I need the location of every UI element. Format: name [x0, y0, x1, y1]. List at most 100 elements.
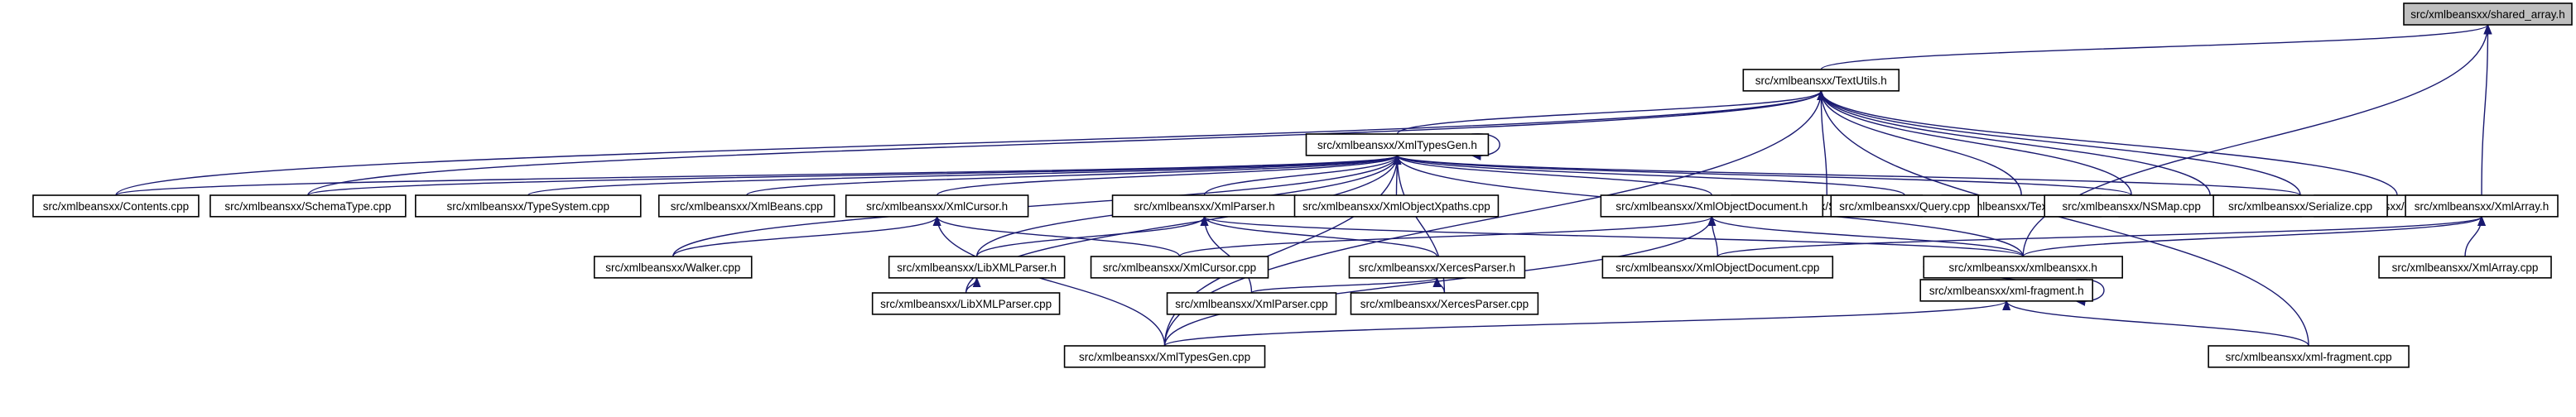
- edge-walker-cpp-to-xmltypesgen-h: [672, 154, 1402, 257]
- node-box: [2405, 194, 2559, 218]
- node-label: src/xmlbeansxx/XmlTypesGen.cpp: [1079, 351, 1250, 363]
- node-box: [1348, 256, 1526, 279]
- graph-node-xmlarray-h[interactable]: src/xmlbeansxx/XmlArray.h: [2405, 194, 2559, 218]
- edge-textutils-cpp-to-textutils-h: [1817, 89, 2022, 196]
- node-label: src/xmlbeansxx/Contents.cpp: [43, 200, 189, 213]
- node-label: src/xmlbeansxx/xml-fragment.cpp: [2226, 351, 2392, 363]
- edge-xml-fragment-cpp-to-textutils-h: [1817, 89, 2309, 347]
- node-label: src/xmlbeansxx/XmlArray.cpp: [2392, 261, 2539, 274]
- edge-serialize-cpp-to-xmltypesgen-h: [1393, 154, 2301, 196]
- edge-typesystem-cpp-to-xmltypesgen-h: [527, 154, 1402, 196]
- edge-contents-cpp-to-xmltypesgen-h: [115, 154, 1401, 196]
- node-label: src/xmlbeansxx/Walker.cpp: [605, 261, 740, 274]
- edge-storestring-cpp-to-textutils-h: [1817, 89, 1827, 196]
- graph-node-xmlobjectdocument-h[interactable]: src/xmlbeansxx/XmlObjectDocument.h: [1600, 194, 1824, 218]
- node-box: [2208, 345, 2410, 368]
- edge-serialize-cpp-to-textutils-h: [1817, 89, 2301, 196]
- node-box: [1166, 292, 1337, 315]
- edge-xmltypesgen-h-to-textutils-h: [1396, 89, 1826, 135]
- node-label: src/xmlbeansxx/XmlParser.cpp: [1175, 298, 1328, 310]
- graph-node-schematype-cpp[interactable]: src/xmlbeansxx/SchemaType.cpp: [209, 194, 407, 218]
- graph-node-nsmap-cpp[interactable]: src/xmlbeansxx/NSMap.cpp: [2044, 194, 2219, 218]
- edge-xmlbeans-cpp-to-xmltypesgen-h: [746, 154, 1402, 196]
- node-label: src/xmlbeansxx/Query.cpp: [1839, 200, 1970, 213]
- edge-xmlbeansxx-h-to-xmlparser-h: [1200, 215, 2024, 257]
- edge-libxmlparser-cpp-to-libxmlparser-h: [965, 276, 981, 294]
- graph-node-xmlparser-h[interactable]: src/xmlbeansxx/XmlParser.h: [1111, 194, 1298, 218]
- graph-node-xmlcursor-h[interactable]: src/xmlbeansxx/XmlCursor.h: [845, 194, 1029, 218]
- node-box: [32, 194, 200, 218]
- graph-node-serialize-cpp[interactable]: src/xmlbeansxx/Serialize.cpp: [2212, 194, 2388, 218]
- node-label: src/xmlbeansxx/xmlbeansxx.h: [1949, 261, 2097, 274]
- node-box: [2378, 256, 2552, 279]
- edges-layer: [115, 23, 2492, 347]
- edge-boostassert-cpp-to-textutils-h: [1817, 89, 2211, 196]
- node-label: src/xmlbeansxx/XercesParser.h: [1359, 261, 1515, 274]
- node-box: [1830, 194, 1980, 218]
- edge-xmlparser-cpp-to-xercesparser-h: [1250, 276, 1442, 294]
- node-label: src/xmlbeansxx/XmlCursor.h: [866, 200, 1008, 213]
- graph-node-shared-array-h[interactable]: src/xmlbeansxx/shared_array.h: [2403, 2, 2573, 26]
- graph-node-xercesparser-cpp[interactable]: src/xmlbeansxx/XercesParser.cpp: [1350, 292, 1539, 315]
- edge-xmlbeansxx-h-to-xmlobjectdocument-h: [1707, 215, 2024, 257]
- graph-node-xmlobjectdocument-cpp[interactable]: src/xmlbeansxx/XmlObjectDocument.cpp: [1601, 256, 1834, 279]
- node-label: src/xmlbeansxx/XmlArray.h: [2415, 200, 2550, 213]
- graph-node-xmlbeansxx-h[interactable]: src/xmlbeansxx/xmlbeansxx.h: [1923, 256, 2123, 279]
- edge-xmlbeansxx-h-to-xmlarray-h: [2022, 215, 2486, 257]
- node-box: [1293, 194, 1500, 218]
- graph-node-xercesparser-h[interactable]: src/xmlbeansxx/XercesParser.h: [1348, 256, 1526, 279]
- graph-node-libxmlparser-h[interactable]: src/xmlbeansxx/LibXMLParser.h: [888, 256, 1066, 279]
- edge-xmlobjectdocument-cpp-to-xmlobjectdocument-h: [1707, 215, 1719, 257]
- edge-xercesparser-h-to-xmlparser-h: [1200, 215, 1438, 257]
- graph-node-xml-fragment-h[interactable]: src/xmlbeansxx/xml-fragment.h: [1919, 279, 2093, 302]
- graph-node-walker-cpp[interactable]: src/xmlbeansxx/Walker.cpp: [593, 256, 753, 279]
- graph-node-xmlarray-cpp[interactable]: src/xmlbeansxx/XmlArray.cpp: [2378, 256, 2552, 279]
- node-box: [1111, 194, 1298, 218]
- node-box: [1919, 279, 2093, 302]
- node-label: src/xmlbeansxx/XmlObjectXpaths.cpp: [1302, 200, 1490, 213]
- graph-node-xmlobjectxpaths-cpp[interactable]: src/xmlbeansxx/XmlObjectXpaths.cpp: [1293, 194, 1500, 218]
- edge-contents-cpp-to-textutils-h: [115, 89, 1825, 196]
- node-box: [1305, 133, 1490, 156]
- node-box: [593, 256, 753, 279]
- node-box: [1742, 69, 1900, 92]
- graph-node-xmlcursor-cpp[interactable]: src/xmlbeansxx/XmlCursor.cpp: [1090, 256, 1269, 279]
- node-label: src/xmlbeansxx/XmlObjectDocument.h: [1615, 200, 1808, 213]
- graph-node-xmlparser-cpp[interactable]: src/xmlbeansxx/XmlParser.cpp: [1166, 292, 1337, 315]
- node-box: [845, 194, 1029, 218]
- node-label: src/xmlbeansxx/NSMap.cpp: [2063, 200, 2201, 213]
- edge-textutils-h-to-shared-array-h: [1820, 23, 2492, 70]
- graph-node-xml-fragment-cpp[interactable]: src/xmlbeansxx/xml-fragment.cpp: [2208, 345, 2410, 368]
- edge-xmlcursor-cpp-to-xmlcursor-h: [932, 215, 1181, 257]
- node-label: src/xmlbeansxx/TypeSystem.cpp: [447, 200, 610, 213]
- edge-xercesparser-cpp-to-xercesparser-h: [1432, 276, 1446, 294]
- graph-node-typesystem-cpp[interactable]: src/xmlbeansxx/TypeSystem.cpp: [415, 194, 642, 218]
- edge-xmlbeansxx-h-to-shared-array-h: [2022, 23, 2492, 257]
- edge-xmlparser-cpp-to-xmlparser-h: [1200, 215, 1253, 294]
- node-label: src/xmlbeansxx/XmlTypesGen.h: [1317, 139, 1477, 151]
- node-box: [657, 194, 835, 218]
- edge-xmlobjectdocument-h-to-xmltypesgen-h: [1393, 154, 1713, 196]
- graph-node-contents-cpp[interactable]: src/xmlbeansxx/Contents.cpp: [32, 194, 200, 218]
- edge-libxmlparser-h-to-xmlparser-h: [975, 215, 1209, 257]
- graph-node-query-cpp[interactable]: src/xmlbeansxx/Query.cpp: [1830, 194, 1980, 218]
- edge-query-cpp-to-xmltypesgen-h: [1393, 154, 1905, 196]
- node-box: [1600, 194, 1824, 218]
- graph-node-xmltypesgen-cpp[interactable]: src/xmlbeansxx/XmlTypesGen.cpp: [1063, 345, 1266, 368]
- graph-node-xmltypesgen-h[interactable]: src/xmlbeansxx/XmlTypesGen.h: [1305, 133, 1490, 156]
- edge-nsmap-cpp-to-textutils-h: [1817, 89, 2132, 196]
- node-box: [1063, 345, 1266, 368]
- edge-xmlcursor-cpp-to-xmlobjectdocument-h: [1178, 215, 1717, 257]
- graph-node-xmlbeans-cpp[interactable]: src/xmlbeansxx/XmlBeans.cpp: [657, 194, 835, 218]
- graph-node-textutils-h[interactable]: src/xmlbeansxx/TextUtils.h: [1742, 69, 1900, 92]
- nodes-layer: src/xmlbeansxx/shared_array.h src/xmlbean…: [32, 2, 2573, 368]
- edge-schematype-cpp-to-xmltypesgen-h: [307, 154, 1401, 196]
- node-label: src/xmlbeansxx/XmlBeans.cpp: [671, 200, 823, 213]
- graph-node-libxmlparser-cpp[interactable]: src/xmlbeansxx/LibXMLParser.cpp: [871, 292, 1061, 315]
- node-box: [1601, 256, 1834, 279]
- node-label: src/xmlbeansxx/XmlObjectDocument.cpp: [1615, 261, 1819, 274]
- node-label: src/xmlbeansxx/shared_array.h: [2410, 8, 2565, 21]
- node-label: src/xmlbeansxx/TextUtils.h: [1755, 74, 1887, 87]
- edge-xmlobjectdocument-cpp-to-xmlarray-h: [1717, 215, 2486, 257]
